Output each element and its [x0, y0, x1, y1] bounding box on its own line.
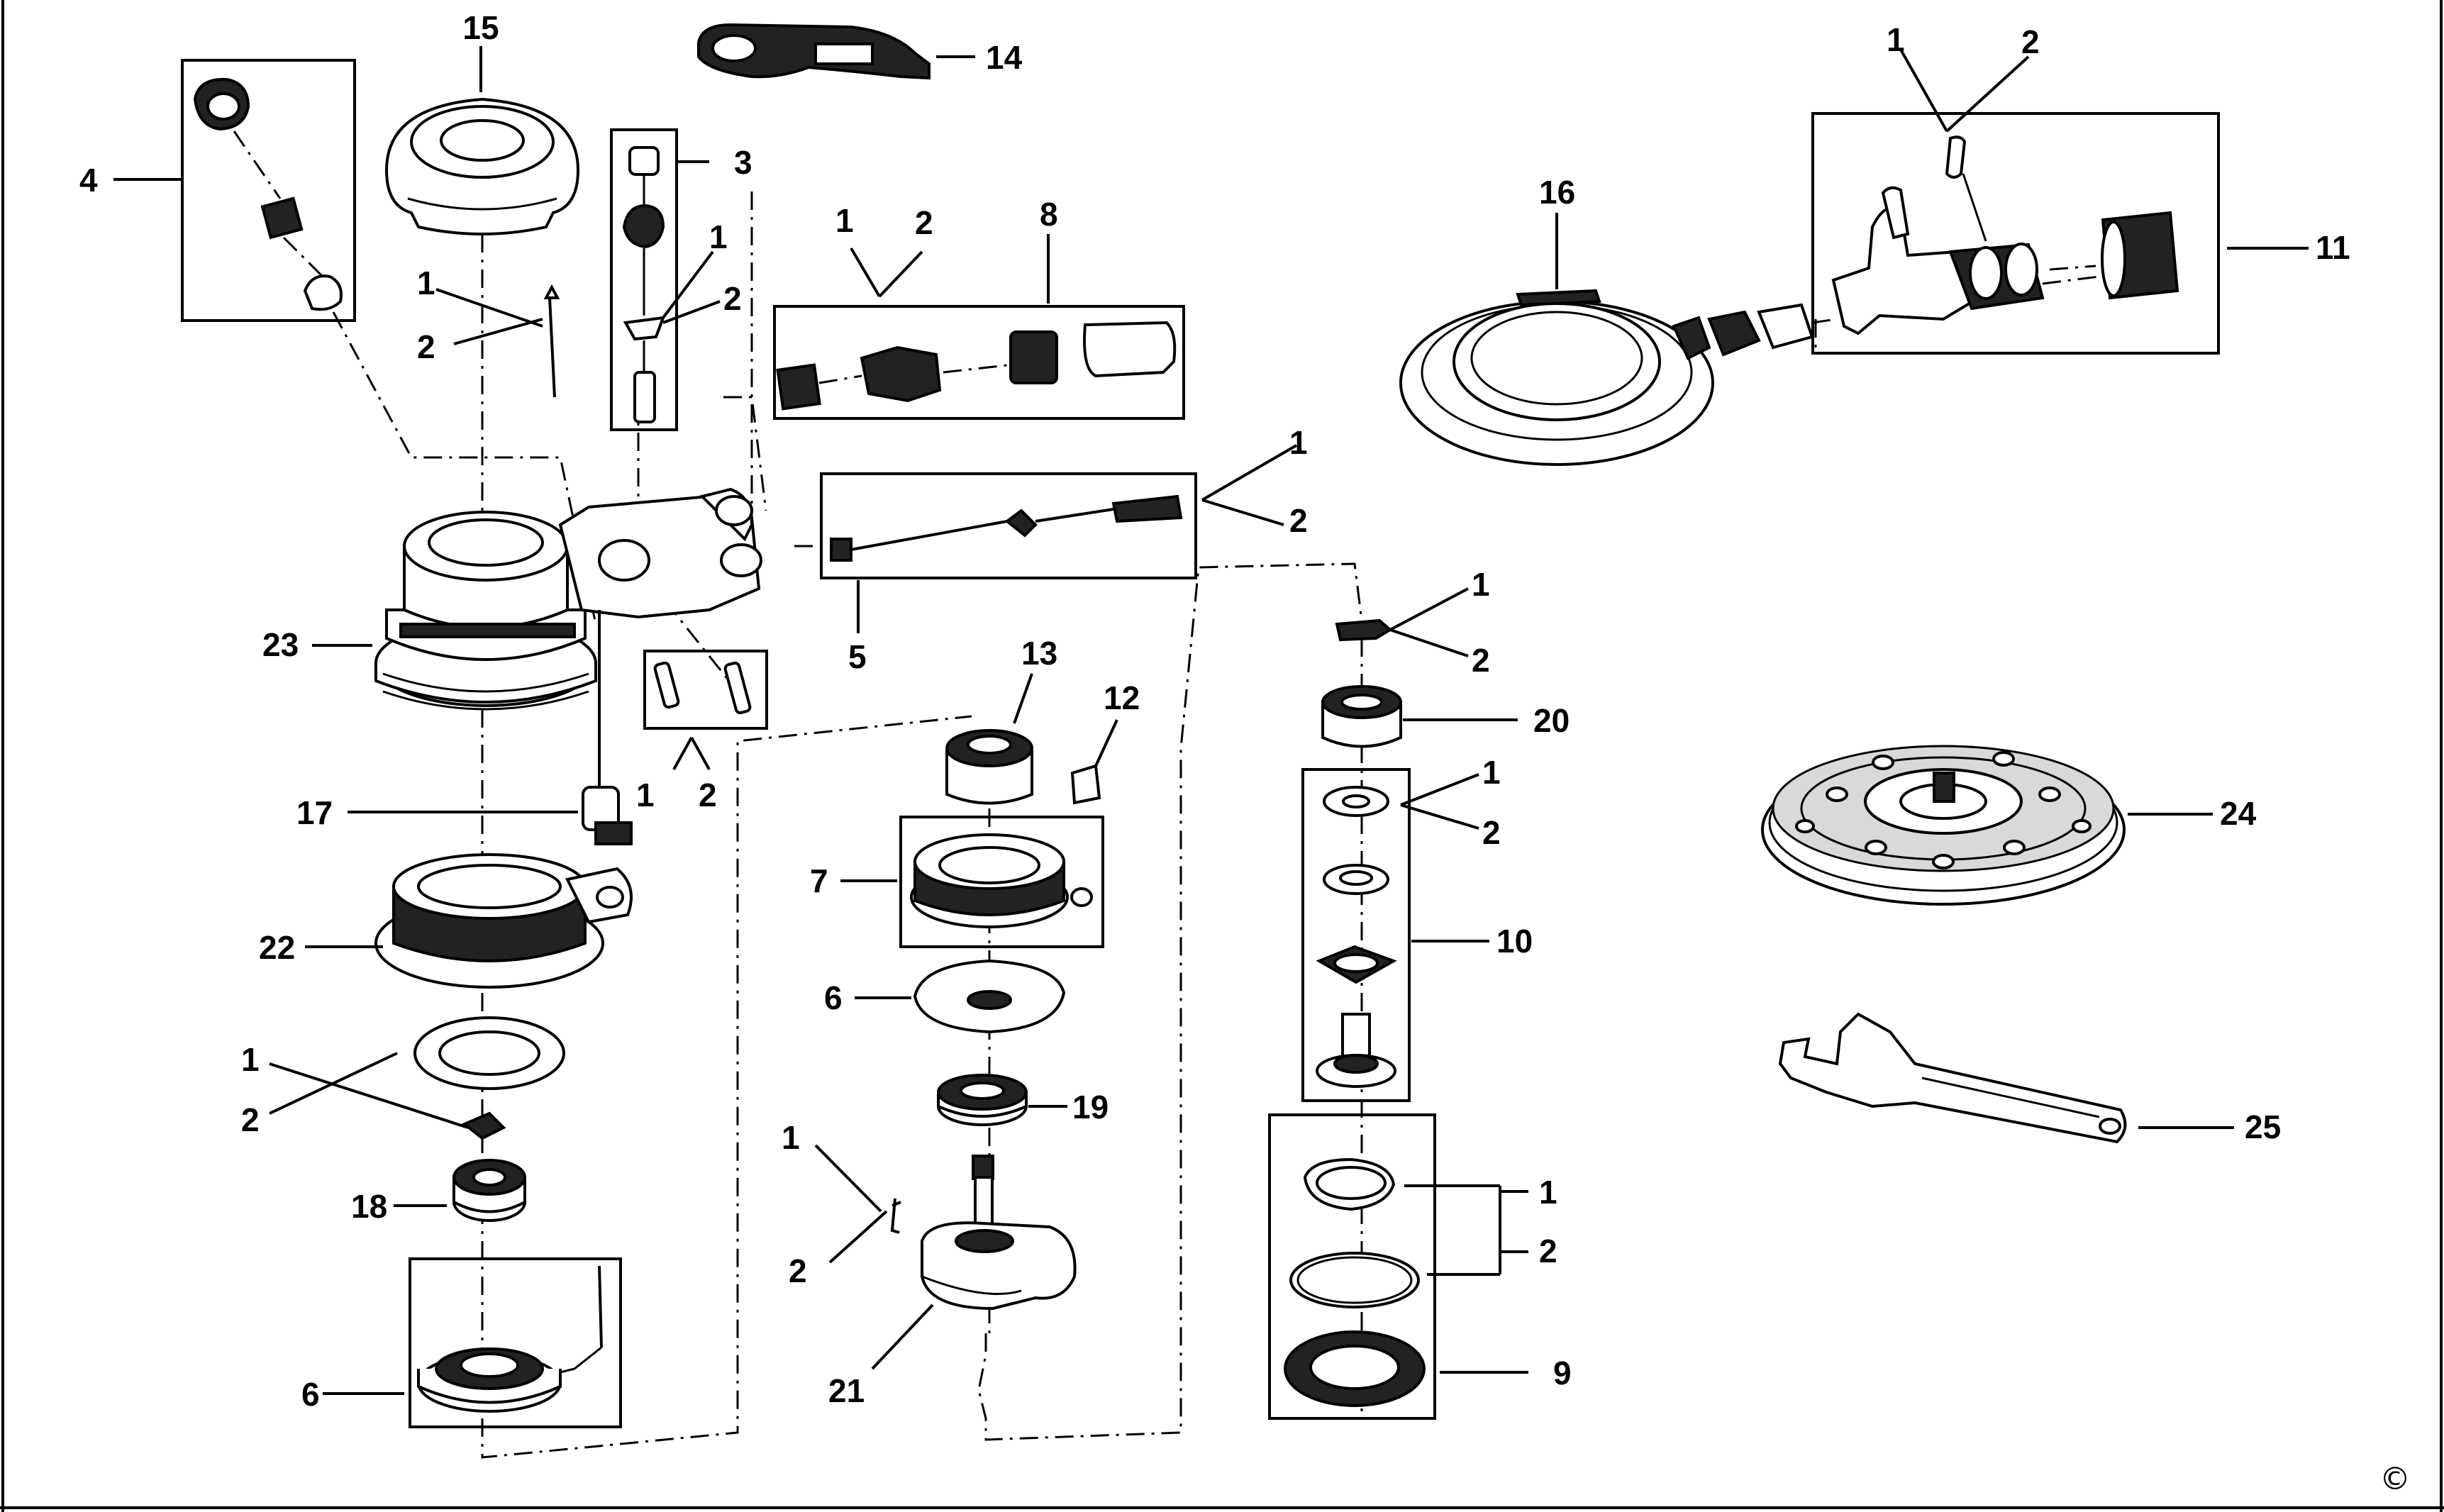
label-1-box9: 1 — [1539, 1174, 1557, 1211]
part-15-top-cover — [384, 97, 580, 235]
label-1-box10: 1 — [1482, 754, 1501, 791]
label-6-lower: 6 — [301, 1376, 320, 1413]
label-5: 5 — [848, 638, 867, 675]
retaining-clip — [462, 1111, 506, 1140]
label-12: 12 — [1104, 679, 1140, 716]
circlip — [890, 1198, 901, 1234]
label-1-lower: 1 — [241, 1041, 260, 1078]
label-20: 20 — [1533, 702, 1570, 739]
label-3: 3 — [734, 144, 752, 181]
part-10-assembly-box — [1301, 768, 1411, 1102]
part-12-plate — [1070, 764, 1101, 805]
label-25: 25 — [2245, 1108, 2281, 1145]
part-21-spindle — [921, 1155, 1077, 1311]
label-19: 19 — [1072, 1089, 1109, 1125]
label-10: 10 — [1496, 923, 1533, 960]
part-8-assembly-box — [773, 305, 1185, 420]
label-1-box3: 1 — [709, 218, 728, 255]
label-15: 15 — [462, 9, 499, 46]
part-7-assembly-box — [899, 816, 1104, 948]
label-2-box5: 2 — [1289, 502, 1308, 539]
part-4-assembly-box — [181, 59, 356, 322]
label-1-top-right: 1 — [1887, 21, 1905, 58]
label-6-middle: 6 — [824, 979, 843, 1016]
label-1-box5: 1 — [1289, 424, 1308, 461]
label-2-box3: 2 — [723, 280, 742, 317]
pin — [543, 284, 560, 398]
label-1-clip: 1 — [782, 1119, 800, 1156]
part-6-fan-box — [409, 1257, 622, 1428]
label-16: 16 — [1539, 174, 1575, 211]
part-19-bearing — [937, 1074, 1028, 1126]
leader-lines — [113, 46, 2309, 1395]
part-11-strain-relief-box — [1811, 112, 2220, 355]
label-21: 21 — [828, 1372, 865, 1409]
part-16-base-ring — [1399, 289, 1838, 466]
part-6-counterweight — [913, 959, 1066, 1034]
label-23: 23 — [262, 626, 299, 663]
label-2-box9: 2 — [1539, 1233, 1557, 1269]
part-5-cable-box — [820, 472, 1197, 579]
label-2-pin: 2 — [417, 328, 435, 365]
label-1-brush: 1 — [636, 777, 655, 813]
part-22-bearing-housing — [374, 853, 633, 989]
part-25-spanner — [1778, 1012, 2127, 1144]
part-23-motor-housing — [374, 487, 762, 711]
label-1-box8: 1 — [835, 202, 854, 239]
label-18: 18 — [351, 1188, 387, 1225]
label-7: 7 — [810, 862, 828, 899]
label-2-box20: 2 — [1472, 642, 1490, 679]
part-18-nut — [452, 1159, 526, 1222]
brush-pair-box — [643, 650, 768, 730]
label-17: 17 — [296, 794, 333, 831]
part-20-bearing — [1321, 618, 1402, 748]
label-2-box10: 2 — [1482, 814, 1501, 851]
label-8: 8 — [1040, 196, 1058, 233]
label-11: 11 — [2316, 229, 2350, 266]
part-3-assembly-box — [610, 128, 678, 431]
label-14: 14 — [986, 39, 1023, 76]
copyright-mark: © — [2379, 1461, 2411, 1497]
washer-ring — [413, 1016, 565, 1090]
part-17-cam — [582, 610, 633, 845]
label-24: 24 — [2220, 795, 2257, 832]
part-14-switch-bracket — [697, 23, 931, 80]
part-24-sanding-pad — [1761, 745, 2126, 906]
label-2-box8: 2 — [915, 204, 933, 241]
label-2-clip: 2 — [789, 1252, 807, 1289]
label-2-lower: 2 — [241, 1101, 260, 1138]
label-4: 4 — [79, 162, 98, 199]
label-2-top-right: 2 — [2021, 23, 2040, 60]
part-labels: 15 14 4 3 1 2 1 2 1 2 8 1 2 5 23 1 2 13 … — [79, 9, 2350, 1413]
part-9-assembly-box — [1268, 1113, 1436, 1420]
label-22: 22 — [259, 929, 295, 966]
label-1-pin: 1 — [417, 265, 435, 301]
label-2-brush: 2 — [699, 777, 717, 813]
label-1-box20: 1 — [1472, 566, 1490, 603]
part-13-gear — [945, 729, 1033, 805]
label-13: 13 — [1021, 635, 1057, 672]
label-9: 9 — [1553, 1355, 1572, 1391]
